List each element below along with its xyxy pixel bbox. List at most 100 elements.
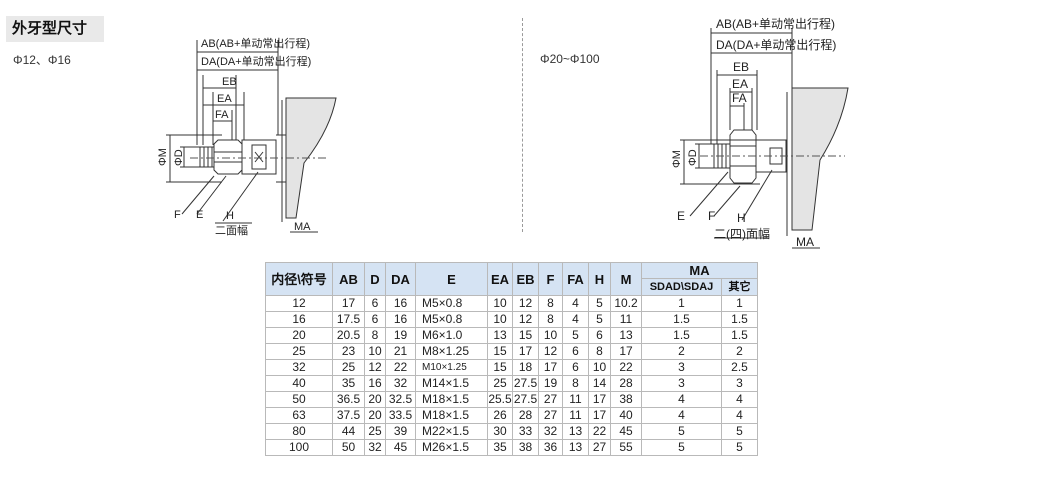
table-cell: 32 <box>265 359 333 376</box>
table-cell: 6 <box>562 343 589 360</box>
col-header-ma-other: 其它 <box>721 278 758 296</box>
table-cell: 13 <box>562 439 589 456</box>
table-cell: 33.5 <box>385 407 416 424</box>
table-cell: 3 <box>721 375 758 392</box>
diagram-divider <box>522 18 523 232</box>
col-header-eb: EB <box>512 262 539 296</box>
table-cell: 22 <box>385 359 416 376</box>
table-cell: 25 <box>265 343 333 360</box>
table-cell: 1 <box>641 295 722 312</box>
table-cell: 50 <box>265 391 333 408</box>
table-cell: 16 <box>265 311 333 328</box>
table-cell: 32 <box>364 439 386 456</box>
table-cell: 5 <box>588 295 611 312</box>
table-cell: 40 <box>610 407 642 424</box>
table-cell: 4 <box>641 407 722 424</box>
table-cell: 18 <box>512 359 539 376</box>
table-cell: 6 <box>588 327 611 344</box>
table-cell: 45 <box>610 423 642 440</box>
table-cell: 15 <box>512 327 539 344</box>
table-cell: 17 <box>332 295 365 312</box>
table-cell: 37.5 <box>332 407 365 424</box>
right-dim-ea: EA <box>732 77 748 91</box>
table-cell: 17 <box>512 343 539 360</box>
table-cell: M5×0.8 <box>415 295 488 312</box>
col-header-ea: EA <box>487 262 513 296</box>
table-cell: 25 <box>332 359 365 376</box>
table-cell: 36.5 <box>332 391 365 408</box>
table-cell: 6 <box>364 311 386 328</box>
left-dim-f: F <box>174 209 181 221</box>
table-cell: M14×1.5 <box>415 375 488 392</box>
table-cell: 17 <box>538 359 563 376</box>
table-cell: 5 <box>721 439 758 456</box>
table-cell: 5 <box>588 311 611 328</box>
table-cell: 4 <box>721 407 758 424</box>
table-cell: 8 <box>588 343 611 360</box>
table-cell: 10 <box>588 359 611 376</box>
table-cell: 8 <box>538 295 563 312</box>
right-dim-wrench-flats: 二(四)面幅 <box>714 226 770 241</box>
table-cell: 10 <box>538 327 563 344</box>
table-cell: 12 <box>364 359 386 376</box>
left-dim-fa: FA <box>215 109 229 121</box>
table-cell: 12 <box>512 311 539 328</box>
table-subheader-row: SDAD\SDAJ 其它 <box>266 278 758 296</box>
table-cell: 23 <box>332 343 365 360</box>
table-cell: 4 <box>641 391 722 408</box>
table-cell: M10×1.25 <box>415 359 488 376</box>
table-cell: 20 <box>364 391 386 408</box>
table-cell: 19 <box>538 375 563 392</box>
table-cell: 22 <box>610 359 642 376</box>
table-cell: 11 <box>610 311 642 328</box>
table-cell: M5×0.8 <box>415 311 488 328</box>
table-cell: 10.2 <box>610 295 642 312</box>
table-cell: 27.5 <box>512 391 539 408</box>
table-cell: M8×1.25 <box>415 343 488 360</box>
left-dim-ea: EA <box>217 93 232 105</box>
table-cell: 55 <box>610 439 642 456</box>
table-cell: 35 <box>332 375 365 392</box>
left-dim-phi-d: ΦD <box>173 149 185 166</box>
table-cell: 5 <box>641 423 722 440</box>
table-cell: 11 <box>562 391 589 408</box>
table-cell: 32 <box>385 375 416 392</box>
right-dim-fa: FA <box>732 91 747 105</box>
table-cell: 14 <box>588 375 611 392</box>
table-cell: 36 <box>538 439 563 456</box>
col-header-e: E <box>415 262 488 296</box>
table-cell: 28 <box>610 375 642 392</box>
table-cell: 16 <box>385 295 416 312</box>
table-cell: 15 <box>487 359 513 376</box>
right-dim-phi-d: ΦD <box>687 149 699 166</box>
table-cell: 50 <box>332 439 365 456</box>
table-cell: 5 <box>562 327 589 344</box>
table-cell: 11 <box>562 407 589 424</box>
right-dim-h: H <box>737 211 746 225</box>
table-cell: 10 <box>487 311 513 328</box>
table-cell: 16 <box>385 311 416 328</box>
col-header-f: F <box>538 262 563 296</box>
left-dim-da: DA(DA+单动常出行程) <box>201 54 311 68</box>
table-cell: 27 <box>538 407 563 424</box>
col-header-h: H <box>588 262 611 296</box>
table-cell: 25 <box>364 423 386 440</box>
left-dim-ab: AB(AB+单动常出行程) <box>201 36 310 50</box>
col-header-d: D <box>364 262 386 296</box>
right-dim-e: E <box>677 209 685 223</box>
table-cell: 20 <box>265 327 333 344</box>
left-size-range-label: Φ12、Φ16 <box>13 53 71 67</box>
section-title: 外牙型尺寸 <box>6 16 104 42</box>
col-header-ma-sdad: SDAD\SDAJ <box>641 278 722 296</box>
right-size-range-label: Φ20~Φ100 <box>540 52 600 66</box>
table-cell: 16 <box>364 375 386 392</box>
table-cell: 4 <box>562 311 589 328</box>
